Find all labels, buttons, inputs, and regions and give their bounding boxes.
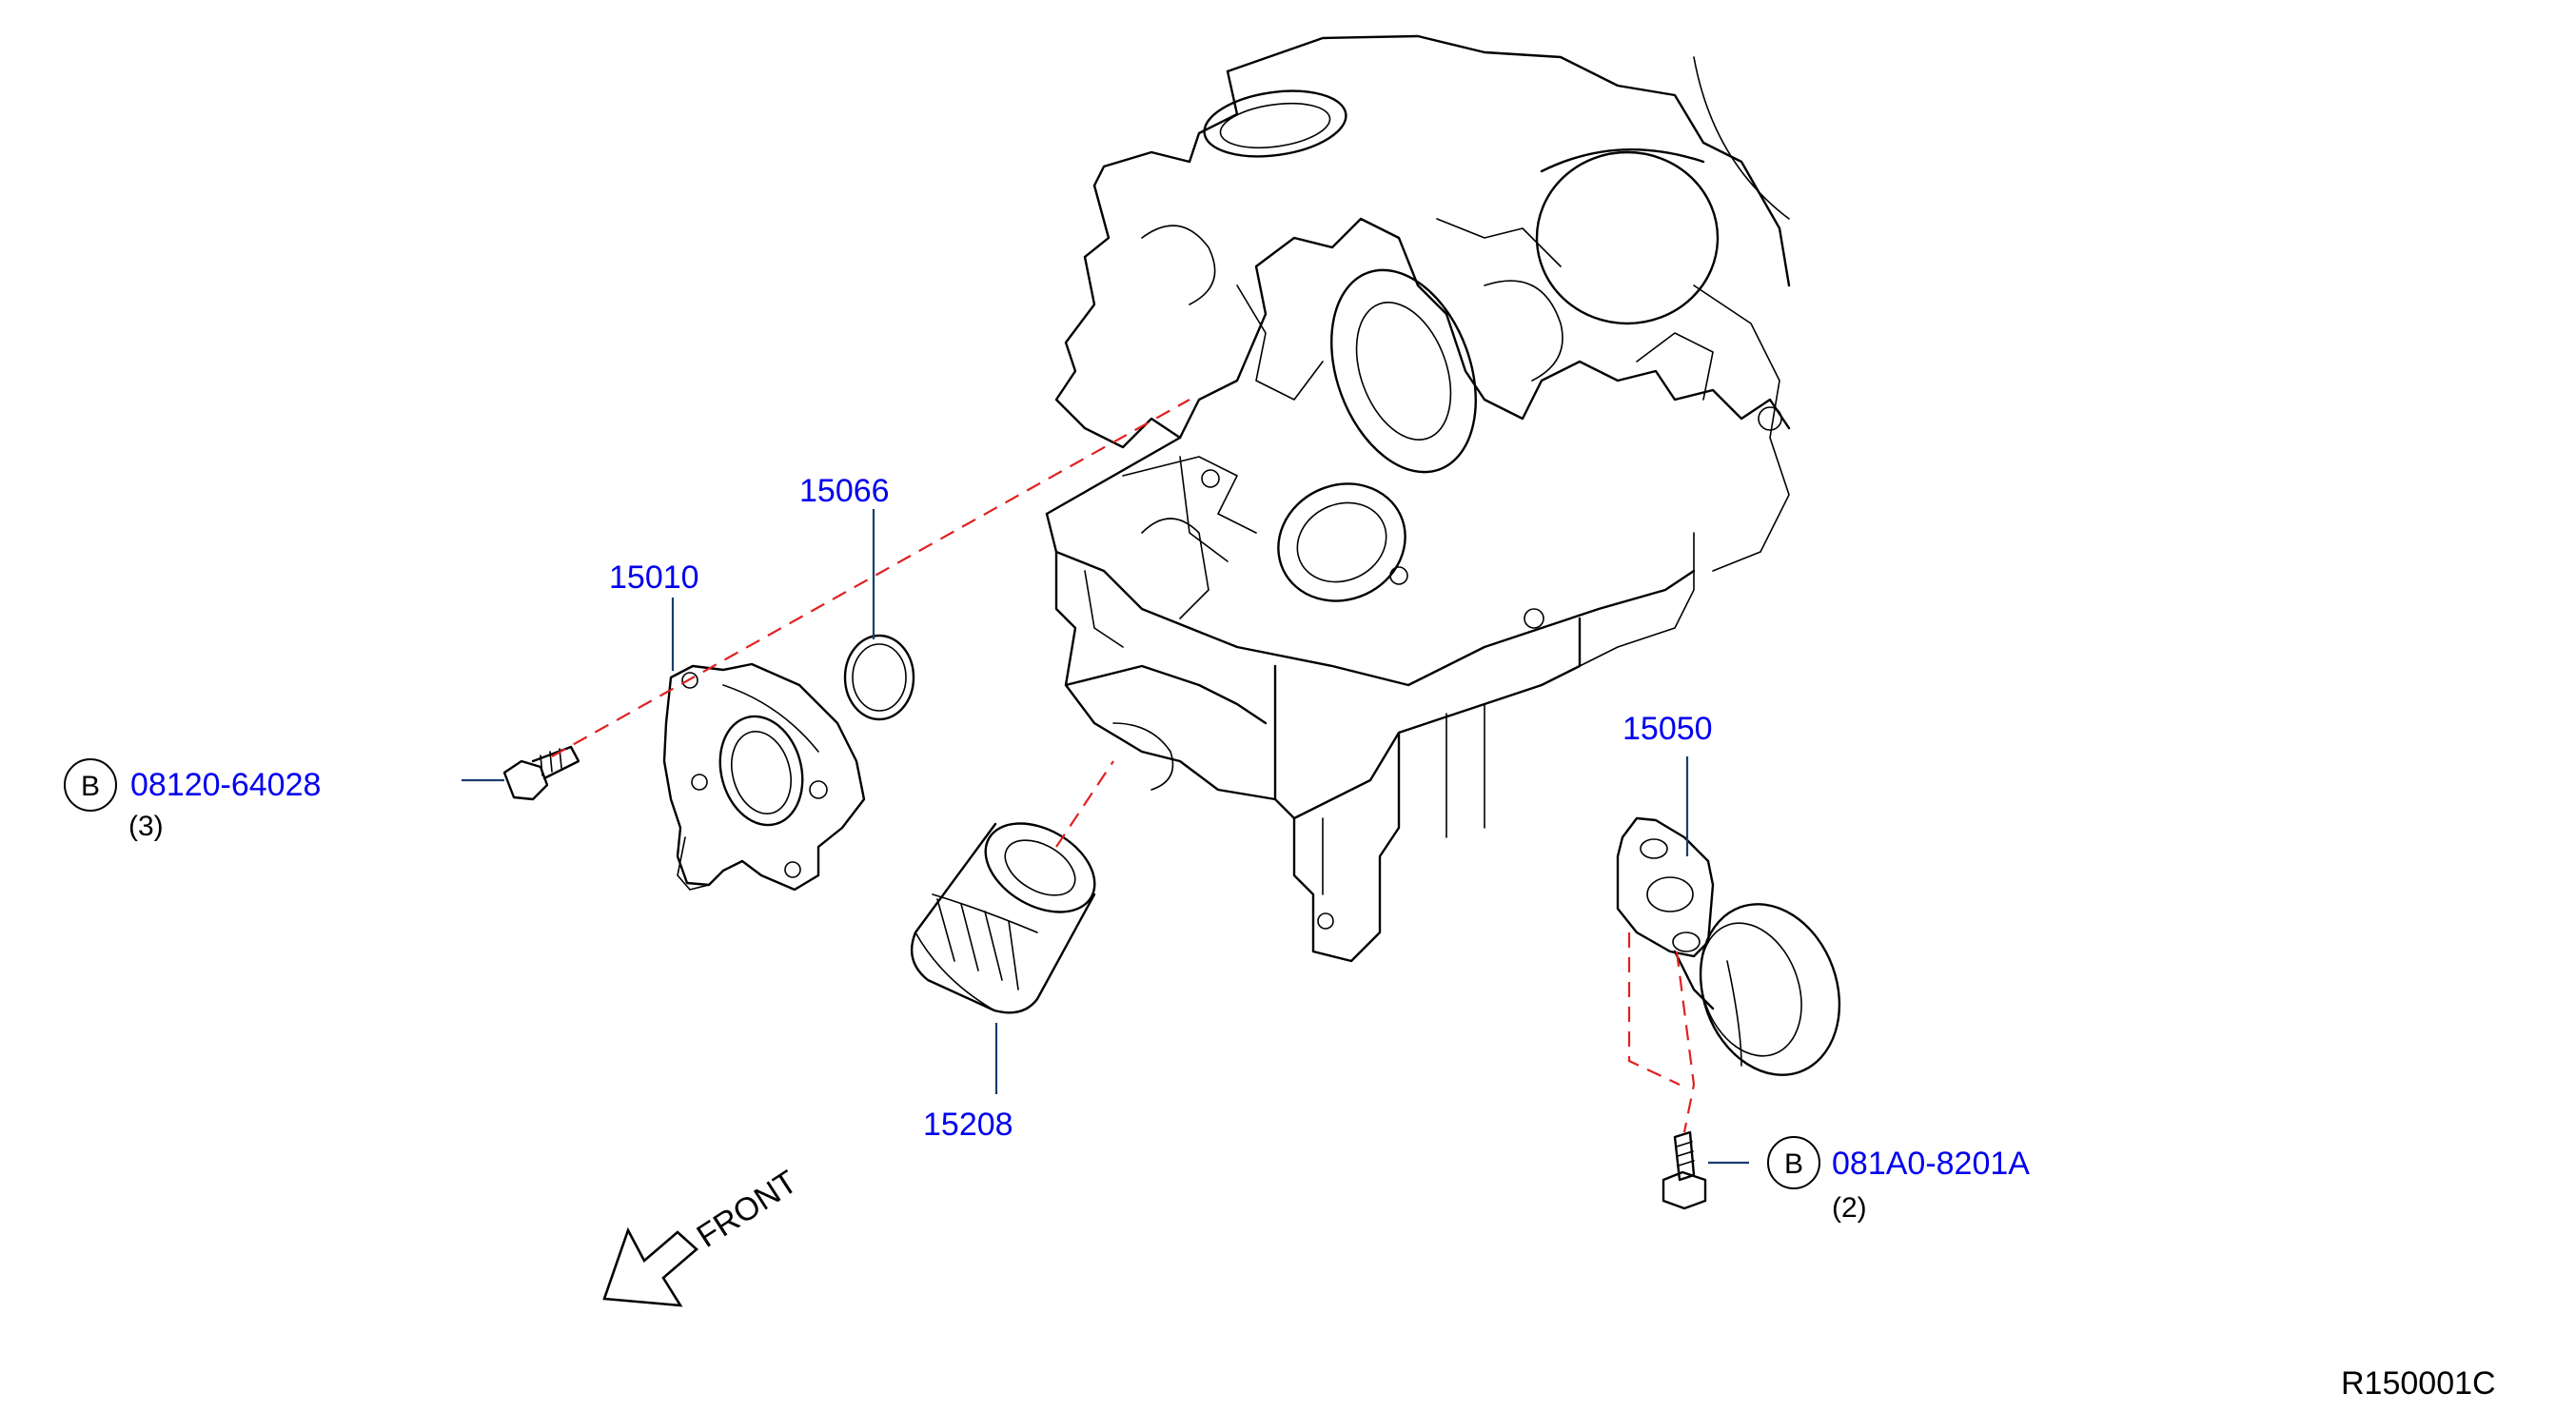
oil-filter-illustration [911, 822, 1096, 1014]
part-label-o-ring[interactable]: 15066 [799, 473, 890, 509]
strainer-bolt-badge [1767, 1136, 1820, 1189]
pump-to-block-line [551, 399, 1190, 757]
pump-bolt-badge-letter: B [81, 771, 100, 802]
strainer-bolt-badge-letter: B [1784, 1148, 1803, 1180]
engine-block-illustration [1045, 34, 1791, 963]
strainer-bolt-callout: B 081A0-8201A (2) [1767, 1136, 2030, 1224]
strainer-bolt-line-b [1675, 951, 1696, 1133]
pump-bolt-number[interactable]: 08120-64028 [130, 767, 321, 803]
assembly-lines [551, 399, 1696, 1133]
strainer-bolt-illustration [1662, 1130, 1707, 1210]
pump-bolt-callout: B 08120-64028 (3) [64, 758, 321, 842]
part-label-oil-pump[interactable]: 15010 [609, 559, 699, 596]
leader-lines [462, 509, 1749, 1165]
pump-bolt-badge [64, 758, 117, 812]
filter-to-block-line [1055, 760, 1114, 848]
o-ring-illustration [843, 634, 915, 721]
strainer-illustration [1616, 816, 1841, 1076]
part-label-strainer[interactable]: 15050 [1622, 711, 1713, 747]
oil-pump-illustration [662, 662, 866, 892]
strainer-bolt-quantity: (2) [1832, 1192, 1867, 1224]
strainer-bolt-line-a [1627, 932, 1681, 1086]
diagram-reference-code: R150001C [2341, 1365, 2496, 1402]
front-direction-indicator: FRONT [602, 1164, 804, 1307]
front-label: FRONT [691, 1164, 804, 1255]
strainer-bolt-number[interactable]: 081A0-8201A [1832, 1146, 2030, 1182]
pump-bolt-quantity: (3) [128, 811, 164, 842]
pump-bolt-illustration [502, 745, 580, 801]
part-label-oil-filter[interactable]: 15208 [923, 1107, 1013, 1143]
front-arrow-icon [602, 1226, 698, 1307]
